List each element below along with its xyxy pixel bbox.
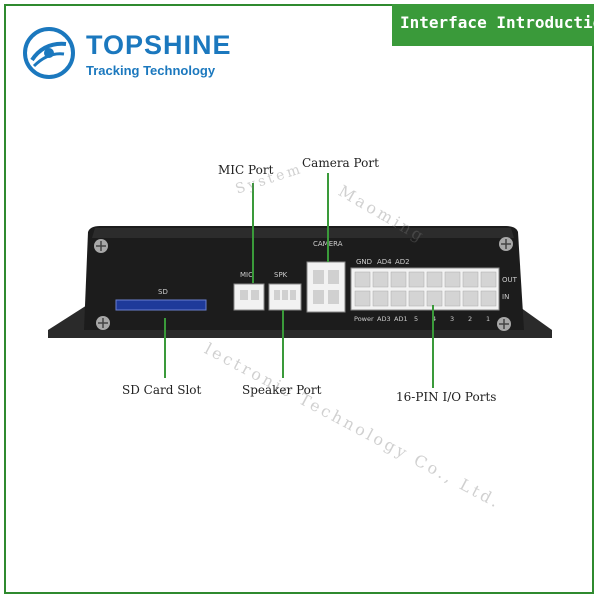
screw-icon xyxy=(94,239,108,253)
brand-tagline: Tracking Technology xyxy=(86,63,216,78)
screw-icon xyxy=(499,237,513,251)
mic-print: MIC xyxy=(240,271,253,279)
brand-name: TOPSHINE xyxy=(86,30,232,60)
callout-mic-port: MIC Port xyxy=(218,163,274,177)
sd-print: SD xyxy=(158,288,168,296)
pin-label: AD2 xyxy=(395,258,410,266)
callout-io-ports: 16-PIN I/O Ports xyxy=(396,390,497,404)
pin-bottom-labels: Power AD3 AD1 5 4 3 2 1 xyxy=(354,315,490,323)
pin-label: 3 xyxy=(450,315,454,323)
brand-logo-icon xyxy=(23,27,75,79)
header-banner: Interface Introduction xyxy=(392,4,600,46)
pin-label: Power xyxy=(354,315,374,323)
banner-title: Interface Introduction xyxy=(400,13,600,32)
pin-label: AD4 xyxy=(377,258,392,266)
callout-camera-port: Camera Port xyxy=(302,156,379,170)
sd-card-slot xyxy=(115,299,207,311)
callout-speaker-port: Speaker Port xyxy=(242,383,322,397)
in-print: IN xyxy=(502,293,509,301)
out-print: OUT xyxy=(502,276,518,284)
page-frame xyxy=(4,4,594,594)
spk-print: SPK xyxy=(274,271,288,279)
camera-port xyxy=(306,261,346,313)
screw-icon xyxy=(96,316,110,330)
pin-label: 5 xyxy=(414,315,418,323)
pin-label: GND xyxy=(356,258,372,266)
pin-label: AD1 xyxy=(394,315,408,323)
pin-label: AD3 xyxy=(377,315,391,323)
callout-sd-card-slot: SD Card Slot xyxy=(122,383,202,397)
pin-label: 2 xyxy=(468,315,472,323)
pin-label: 4 xyxy=(432,315,436,323)
pin-top-labels: GND AD4 AD2 xyxy=(356,258,410,266)
pin-label: 1 xyxy=(486,315,490,323)
device-bevel xyxy=(92,228,514,238)
screw-icon xyxy=(497,317,511,331)
mic-port xyxy=(233,283,265,311)
